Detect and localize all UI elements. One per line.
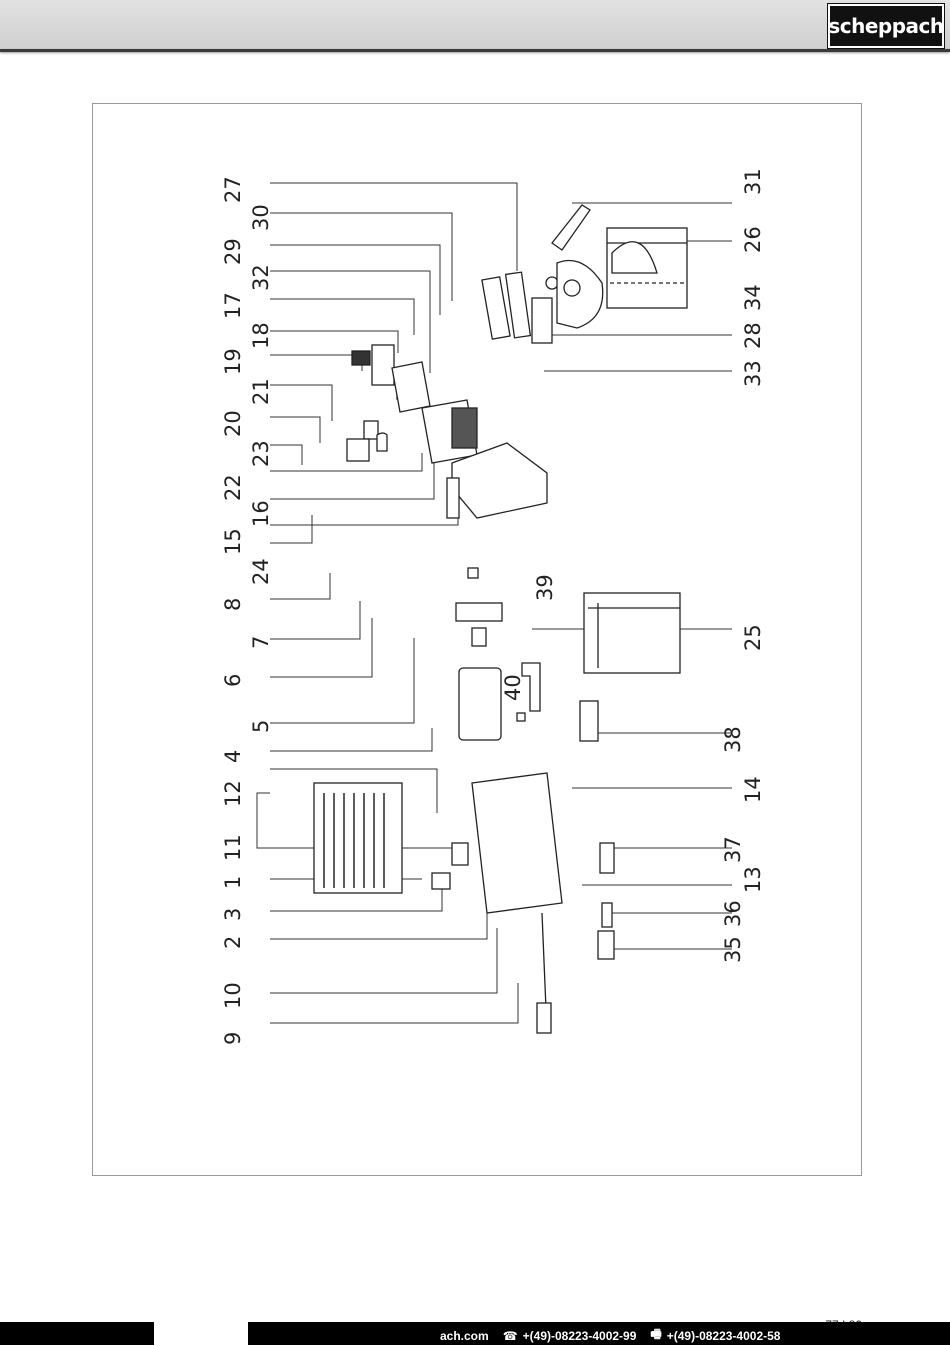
callout-16: 16 (249, 500, 273, 527)
callout-17: 17 (221, 292, 245, 319)
callout-39: 39 (533, 574, 557, 601)
exploded-parts-diagram: 27 30 29 32 17 18 19 21 20 23 22 16 15 2… (221, 168, 765, 1045)
callout-38: 38 (721, 726, 745, 753)
footer-fax-number: +(49)-08223-4002-58 (666, 1328, 781, 1343)
callout-24: 24 (249, 558, 273, 585)
callout-14: 14 (741, 776, 765, 803)
callout-19: 19 (221, 348, 245, 375)
callout-18: 18 (249, 322, 273, 349)
fax-icon: 🖷 (650, 1327, 662, 1341)
callout-20: 20 (221, 410, 245, 437)
callout-40: 40 (501, 674, 525, 701)
callout-6: 6 (221, 674, 245, 687)
callout-10: 10 (221, 982, 245, 1009)
callout-27: 27 (221, 176, 245, 203)
footer-contact: ach.com ☎ +(49)-08223-4002-99 🖷 +(49)-08… (440, 1325, 780, 1346)
callout-5: 5 (249, 720, 273, 733)
callout-35: 35 (721, 936, 745, 963)
callout-numbers: 27 30 29 32 17 18 19 21 20 23 22 16 15 2… (221, 168, 765, 1045)
header-rule (0, 49, 950, 52)
footer-website[interactable]: ach.com (440, 1328, 489, 1343)
footer-gap (154, 1322, 248, 1345)
callout-13: 13 (741, 866, 765, 893)
part-shapes (313, 204, 688, 1034)
callout-8: 8 (221, 598, 245, 611)
callout-28: 28 (741, 322, 765, 349)
callout-2: 2 (221, 936, 245, 949)
diagram-frame (92, 103, 862, 1176)
callout-26: 26 (741, 226, 765, 253)
callout-4: 4 (221, 750, 245, 763)
callout-15: 15 (221, 528, 245, 555)
callout-29: 29 (221, 238, 245, 265)
brand-logo-text: scheppach (828, 14, 944, 38)
callout-21: 21 (249, 378, 273, 405)
callout-1: 1 (221, 876, 245, 889)
callout-11: 11 (221, 834, 245, 861)
callout-32: 32 (249, 264, 273, 291)
callout-22: 22 (221, 474, 245, 501)
callout-30: 30 (249, 204, 273, 231)
callout-36: 36 (721, 900, 745, 927)
footer-fax: 🖷 +(49)-08223-4002-58 (650, 1325, 780, 1346)
brand-logo: scheppach (827, 3, 945, 49)
callout-9: 9 (221, 1032, 245, 1045)
phone-icon: ☎ (502, 1328, 518, 1343)
callout-7: 7 (249, 636, 273, 649)
footer-phone-number: +(49)-08223-4002-99 (522, 1328, 637, 1343)
footer-phone: ☎ +(49)-08223-4002-99 (503, 1325, 637, 1346)
callout-33: 33 (741, 360, 765, 387)
callout-25: 25 (741, 624, 765, 651)
callout-31: 31 (741, 168, 765, 195)
callout-23: 23 (249, 440, 273, 467)
callout-34: 34 (741, 284, 765, 311)
callout-37: 37 (721, 836, 745, 863)
callout-3: 3 (221, 908, 245, 921)
callout-12: 12 (221, 780, 245, 807)
header-bar (0, 0, 950, 50)
